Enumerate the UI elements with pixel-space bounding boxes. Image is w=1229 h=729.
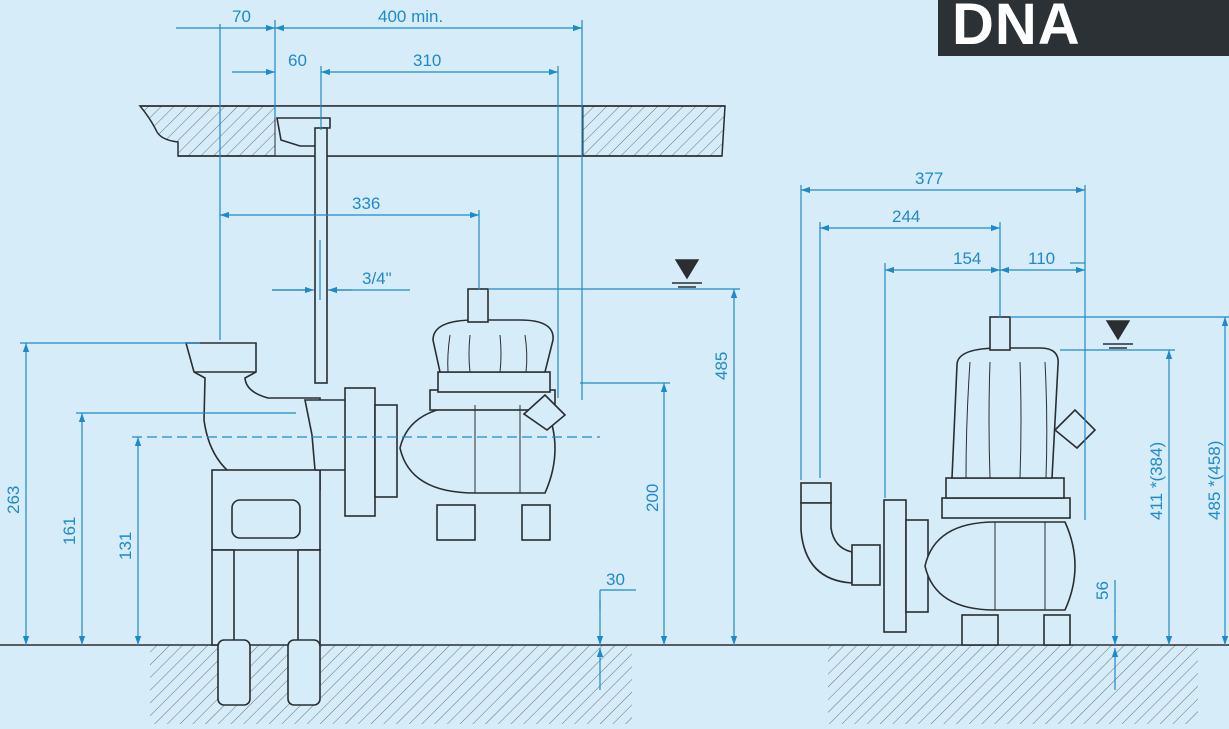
ceiling-slab (138, 105, 726, 157)
dim-336: 336 (352, 194, 380, 213)
dim-60: 60 (288, 51, 307, 70)
left-motor-ribs (447, 334, 528, 493)
dim-310: 310 (413, 51, 441, 70)
dim-485-left: 485 (712, 352, 731, 380)
left-dimension-lines (20, 20, 740, 690)
water-level-left (672, 259, 702, 288)
dim-485-right: 485 *(458) (1205, 441, 1224, 520)
dim-263: 263 (4, 486, 23, 514)
dim-56: 56 (1093, 581, 1112, 600)
right-pump (800, 316, 1097, 646)
right-motor-ribs (965, 361, 1048, 610)
dim-411: 411 *(384) (1147, 442, 1166, 520)
left-pump (184, 117, 567, 706)
dim-70: 70 (232, 7, 251, 26)
dim-244: 244 (892, 207, 920, 226)
dim-131: 131 (116, 532, 135, 560)
dim-200: 200 (643, 484, 662, 512)
floor-right (828, 645, 1198, 724)
dim-110: 110 (1028, 249, 1055, 268)
dim-154: 154 (953, 249, 981, 268)
dim-400-min: 400 min. (378, 7, 443, 26)
water-level-right (1103, 320, 1133, 349)
dim-3-4-inch: 3/4" (362, 269, 392, 288)
right-dimension-lines (800, 185, 1229, 690)
dim-161: 161 (60, 517, 79, 545)
dim-377: 377 (915, 169, 943, 188)
brand-badge: DNA (938, 0, 1229, 56)
dim-30: 30 (606, 570, 625, 589)
